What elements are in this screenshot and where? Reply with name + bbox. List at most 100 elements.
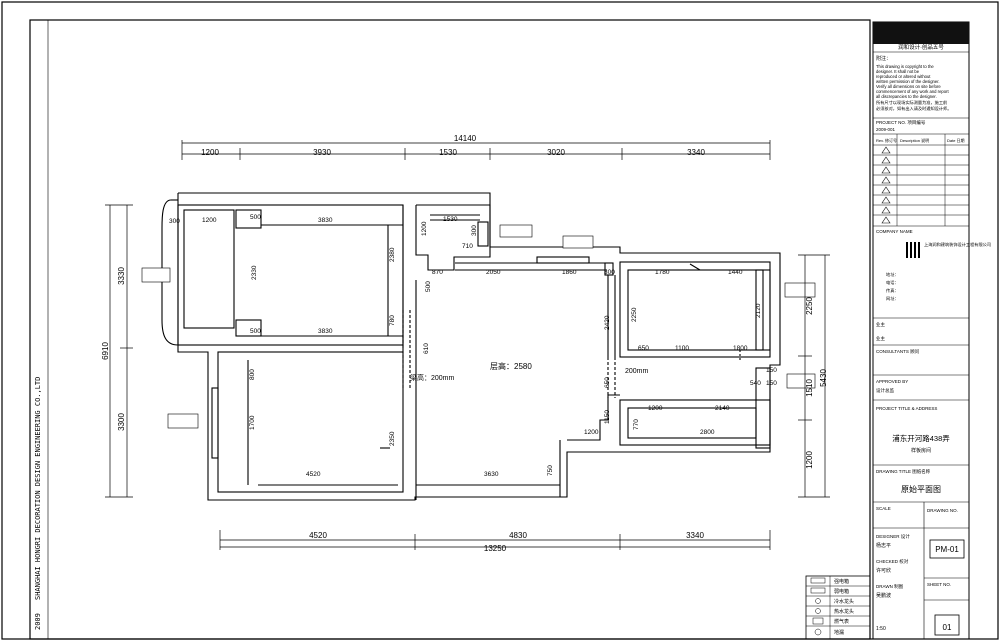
dim-top-3: 1530 [439,148,457,157]
title-block: 润和设计·创品五号 附注： This drawing is copyright … [872,21,991,640]
dim-e800: 800 [249,369,256,380]
company-line: 电话： [886,279,899,286]
dim-d1200: 1200 [648,405,663,412]
rev-header-2: Description 说明 [900,137,929,143]
dim-d2800: 2800 [700,429,715,436]
approved-value: 设计总监 [876,387,894,394]
dim-b300r: 300 [604,269,615,276]
dim-e750: 750 [547,465,554,476]
dim-right-1: 2250 [805,297,814,315]
notes-label: 附注： [876,55,891,62]
dim-left-1: 3330 [117,267,126,285]
dim-a3830t: 3830 [318,217,333,224]
dim-b1200: 1200 [421,221,428,236]
dim-c2250: 2250 [631,307,638,322]
drafter-value: 吴鹏波 [876,592,891,599]
dim-b650: 650 [604,377,611,388]
dim-d2140: 2140 [715,405,730,412]
dim-c150b: 150 [766,380,777,387]
dim-b610: 610 [423,343,430,354]
dim-a300: 300 [169,218,180,225]
approved-label: APPROVED BY [876,379,908,384]
dim-e3630: 3630 [484,471,499,478]
consultants-label: CONSULTANTS 顾问 [876,348,920,355]
dim-b1860: 1860 [562,269,577,276]
notes-lines: This drawing is copyright to the designe… [876,64,951,112]
note-line: This drawing is copyright to the [876,64,934,69]
company-line: 地址： [886,271,899,277]
dim-top-5: 3340 [687,148,705,157]
project-subtitle: 样板房间 [911,447,931,454]
inner-frame [47,19,871,640]
dim-e1200: 1200 [584,429,599,436]
note-line: all discrepancies to the designer. [876,94,937,99]
dim-b870: 870 [432,269,443,276]
dim-c650: 650 [638,345,649,352]
dim-right-2: 1510 [805,379,814,397]
company-header: 润和设计·创品五号 [898,43,944,51]
dim-bottom-3: 3340 [686,531,704,540]
note-line: designer. It shall not be [876,69,920,74]
dim-a2330: 2330 [251,265,258,280]
dim-bottom-1: 4520 [309,531,327,540]
dim-a500b: 500 [250,328,261,335]
dim-bottom-overall: 13250 [484,544,507,553]
dim-top-2: 3930 [313,148,331,157]
dim-c1780: 1780 [655,269,670,276]
company-name-label: COMPANY NAME [876,229,913,234]
drawing-no: PM-01 [935,545,959,554]
dim-c1440: 1440 [728,269,743,276]
project-title-label: PROJECT TITLE & ADDRESS [876,406,937,411]
dim-a3830b: 3830 [318,328,333,335]
legend-item: 冷水龙头 [834,598,854,605]
dim-b1530: 1530 [443,216,458,223]
drafter-label: DRAWN 制图 [876,583,904,590]
plan-walls [161,192,781,501]
symbol-legend: 强电箱 弱电箱 冷水龙头 热水龙头 燃气表 地漏 [805,575,871,640]
note-line: Verify all dimensions on site before [876,84,941,89]
dim-bottom-2: 4830 [509,531,527,540]
scale-label: SCALE [876,506,891,511]
interior-dimensions: 300 1200 500 3830 2330 500 3830 2380 153… [169,214,777,478]
legend-item: 强电箱 [834,578,849,585]
drawing-no-label: DRAWING NO. [927,508,958,513]
project-no-label: PROJECT NO. 项目编号 [876,119,926,126]
rev-header-3: Date 日期 [947,137,965,143]
dim-e2350: 2350 [389,431,396,446]
dim-d770: 770 [633,419,640,430]
dim-c150: 150 [766,367,777,374]
dim-b1150: 1150 [604,410,611,424]
dim-a500t: 500 [250,214,261,221]
company-logo [906,242,920,258]
beam-height-left: 梁高：200mm [410,373,455,382]
dim-top-1: 1200 [201,148,219,157]
legend-item: 地漏 [834,629,844,636]
dim-top-overall: 14140 [454,134,477,143]
dim-b780: 780 [389,315,396,326]
dim-right-overall: 5430 [819,369,828,387]
dim-c1800: 1800 [733,345,748,352]
sheet-label: SHEET NO. [927,582,951,587]
dim-b2380: 2380 [389,247,396,262]
company-line: 网址： [886,295,899,302]
scale-value: 1:50 [876,626,886,632]
dim-b710: 710 [462,243,473,250]
company-name: 上海润和建筑装饰设计工程有限公司 [924,241,991,248]
project-title: 浦东开河路438弄 [892,433,950,443]
revision-triangles [881,146,891,224]
designer-label: DESIGNER 设计 [876,533,910,540]
note-line: 必须核对，如有出入请及时通知设计师。 [876,105,951,112]
note-line: written permission of the designer. [876,79,940,84]
project-no-value: 2009-001 [876,127,896,132]
plan-annotations: 层高：2580 梁高：200mm 200mm [410,361,649,382]
client-value: 业主 [876,335,885,341]
dim-b2420: 2420 [604,315,611,330]
dimension-lines [105,140,830,550]
sheet-no: 01 [943,623,952,632]
dim-b2050: 2050 [486,269,501,276]
dim-c1100: 1100 [675,345,689,352]
dim-left-overall: 6910 [101,342,110,360]
dim-b300: 300 [471,225,478,236]
legend-item: 燃气表 [834,618,849,625]
